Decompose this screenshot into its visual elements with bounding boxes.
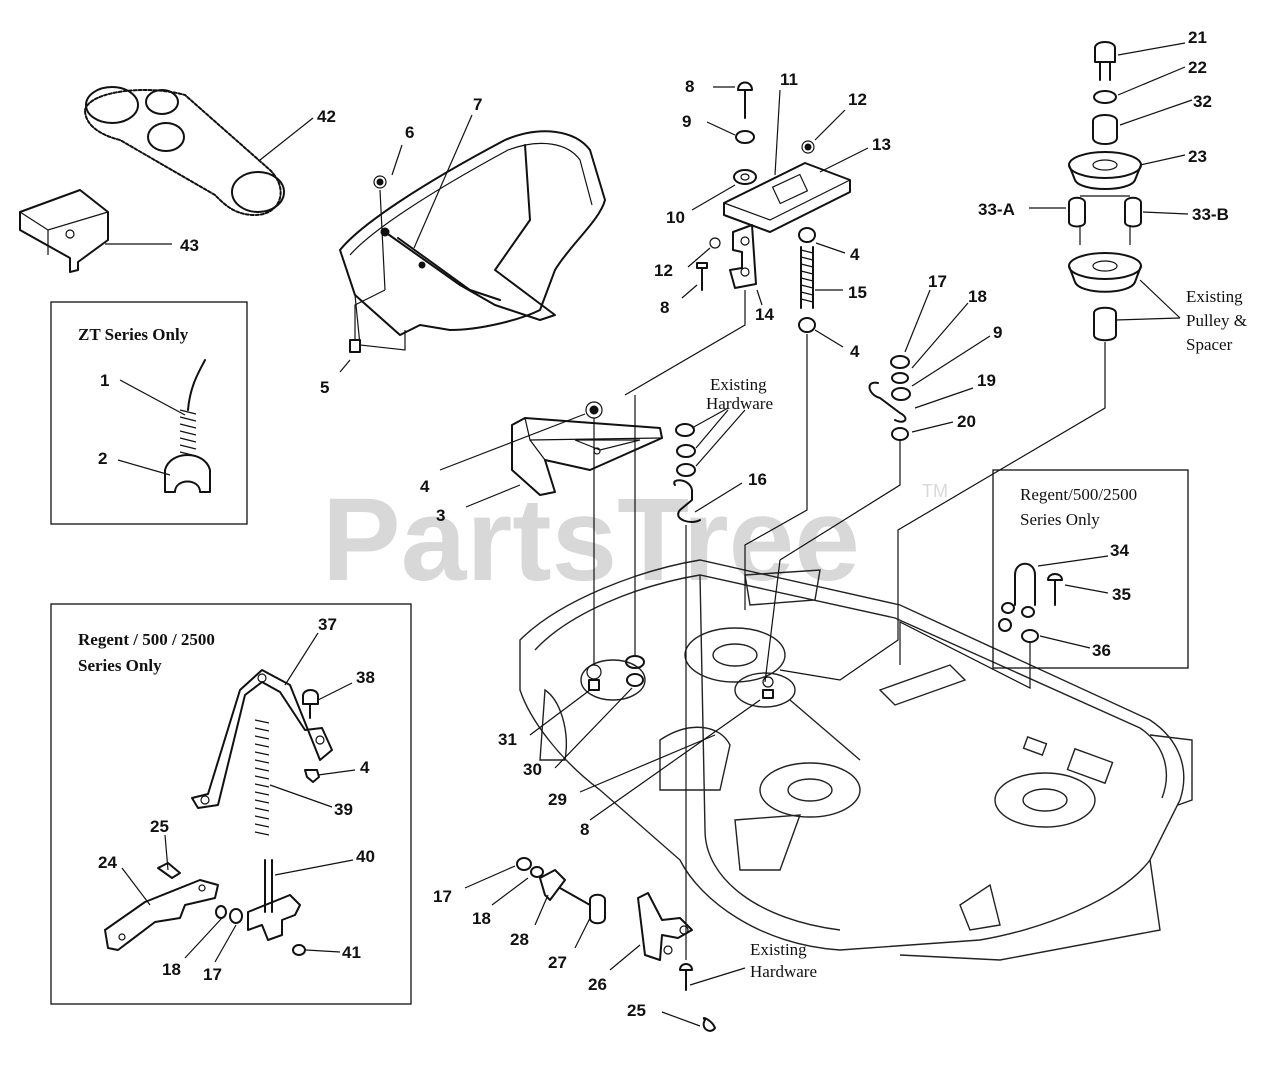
callout-27: 27 [548, 953, 567, 972]
callout-16: 16 [748, 470, 767, 489]
part-7-shield-rod [339, 114, 606, 373]
callout-30: 30 [523, 760, 542, 779]
callout-25-b: 25 [627, 1001, 646, 1020]
callout-25-a: 25 [150, 817, 169, 836]
part-11-13-plate-assembly [624, 81, 869, 396]
callout-15: 15 [848, 283, 867, 302]
callout-36: 36 [1092, 641, 1111, 660]
zt-series-label: ZT Series Only [78, 325, 189, 344]
existing-hardware-bottom-2: Hardware [750, 962, 817, 981]
callout-28: 28 [510, 930, 529, 949]
callout-14: 14 [755, 305, 774, 324]
annotation-notes: Existing Hardware Existing Hardware Exis… [706, 287, 1247, 981]
part-19-pin-clip [764, 289, 991, 683]
callout-18-a: 18 [968, 287, 987, 306]
callout-23: 23 [1188, 147, 1207, 166]
regent-left-line2: Series Only [78, 656, 162, 675]
watermark: PartsTree TM [322, 474, 948, 606]
existing-pulley-2: Pulley & [1186, 311, 1247, 330]
callout-1: 1 [100, 371, 109, 390]
callout-7: 7 [473, 95, 482, 114]
callout-4-d: 4 [360, 758, 370, 777]
callout-4-a: 4 [420, 477, 430, 496]
callout-33-a: 33-A [978, 200, 1015, 219]
part-26-bracket-assembly [464, 857, 746, 1032]
callout-3: 3 [436, 506, 445, 525]
mower-deck [519, 559, 1193, 961]
callout-33-b: 33-B [1192, 205, 1229, 224]
callout-4-b: 4 [850, 245, 860, 264]
callout-6: 6 [405, 123, 414, 142]
callout-32: 32 [1193, 92, 1212, 111]
regent-right-line2: Series Only [1020, 510, 1100, 529]
watermark-tm: TM [922, 481, 948, 501]
callout-31: 31 [498, 730, 517, 749]
callout-18-b: 18 [472, 909, 491, 928]
callout-11: 11 [780, 70, 798, 89]
existing-hardware-bottom-1: Existing [750, 940, 807, 959]
callout-40: 40 [356, 847, 375, 866]
callout-12-a: 12 [848, 90, 867, 109]
callout-2: 2 [98, 449, 107, 468]
watermark-brand: PartsTree [322, 474, 860, 606]
regent-inset-left: Regent / 500 / 2500 Series Only [50, 603, 412, 1005]
zt-series-inset: ZT Series Only [50, 301, 248, 525]
callout-39: 39 [334, 800, 353, 819]
callout-10: 10 [666, 208, 685, 227]
existing-pulley-3: Spacer [1186, 335, 1233, 354]
callout-43: 43 [180, 236, 199, 255]
callout-21: 21 [1188, 28, 1207, 47]
callout-26: 26 [588, 975, 607, 994]
callout-34: 34 [1110, 541, 1129, 560]
part-23-pulley-stack [779, 41, 1193, 681]
callout-9-b: 9 [993, 323, 1002, 342]
callout-9-a: 9 [682, 112, 691, 131]
callout-17-a: 17 [928, 272, 947, 291]
existing-hardware-top-1: Existing [710, 375, 767, 394]
callout-41: 41 [342, 943, 361, 962]
existing-pulley-1: Existing [1186, 287, 1243, 306]
callout-12-b: 12 [654, 261, 673, 280]
callout-13: 13 [872, 135, 891, 154]
callout-8-b: 8 [660, 298, 669, 317]
callout-24: 24 [98, 853, 117, 872]
callout-17-b: 17 [433, 887, 452, 906]
part-15-threaded-rod [744, 227, 846, 610]
regent-inset-right: Regent/500/2500 Series Only [899, 469, 1189, 689]
regent-left-line1: Regent / 500 / 2500 [78, 630, 215, 649]
callout-5: 5 [320, 378, 329, 397]
callout-20: 20 [957, 412, 976, 431]
callouts: 1 2 3 4 4 4 4 5 6 7 8 8 8 9 9 10 11 12 1… [98, 28, 1229, 1020]
callout-17-c: 17 [203, 965, 222, 984]
callout-37: 37 [318, 615, 337, 634]
callout-19: 19 [977, 371, 996, 390]
callout-29: 29 [548, 790, 567, 809]
callout-8-c: 8 [580, 820, 589, 839]
callout-18-c: 18 [162, 960, 181, 979]
part-16-existing-hardware [625, 395, 746, 991]
part-3-bracket [439, 401, 663, 691]
callout-22: 22 [1188, 58, 1207, 77]
existing-hardware-top-2: Hardware [706, 394, 773, 413]
callout-35: 35 [1112, 585, 1131, 604]
regent-right-line1: Regent/500/2500 [1020, 485, 1137, 504]
part-43-bracket [19, 189, 172, 273]
callout-42: 42 [317, 107, 336, 126]
callout-4-c: 4 [850, 342, 860, 361]
callout-8-a: 8 [685, 77, 694, 96]
deck-callout-leaders [529, 676, 774, 821]
part-42-belt-pulleys [84, 86, 314, 216]
callout-38: 38 [356, 668, 375, 687]
